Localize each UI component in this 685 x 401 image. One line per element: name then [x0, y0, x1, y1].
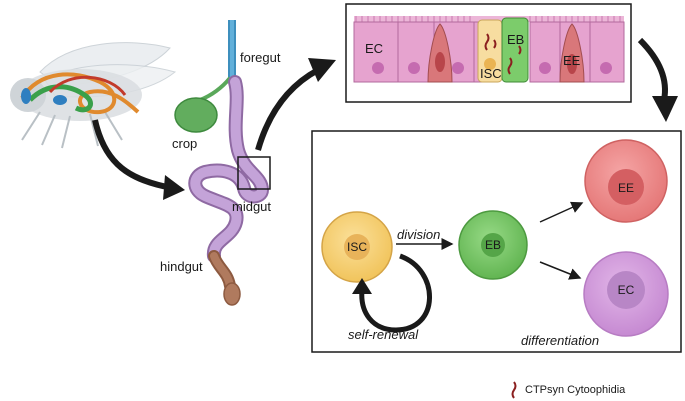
lineage-eb-cell: [458, 210, 528, 280]
lineage-isc-label: ISC: [347, 240, 367, 254]
gut-illustration: [174, 20, 270, 306]
hindgut-label: hindgut: [160, 259, 203, 274]
lineage-eb-label: EB: [485, 238, 501, 252]
legend: CTPsyn Cytoophidia: [511, 381, 626, 399]
arrow-fly-to-gut: [92, 119, 173, 191]
fly-illustration: [10, 42, 177, 149]
midgut-zoom-box: [237, 156, 271, 190]
midgut-label: midgut: [232, 199, 271, 214]
differentiation-label: differentiation: [521, 333, 599, 348]
epithelium-isc-label: ISC: [480, 66, 502, 81]
arrow-midgut-to-epithelium: [255, 67, 320, 151]
epithelium-ee-label: EE: [563, 53, 581, 68]
differentiation-arrow-ee: [539, 201, 584, 223]
self-renewal-arrow: [359, 253, 432, 333]
legend-label: CTPsyn Cytoophidia: [525, 384, 626, 396]
lineage-ee-cell: [584, 139, 668, 223]
lineage-ec-cell: [583, 251, 669, 337]
lineage-ec-label: EC: [618, 283, 635, 297]
epithelium-cells: [353, 16, 625, 83]
differentiation-arrow-ec: [539, 261, 582, 280]
arrow-epithelium-to-lineage: [637, 37, 668, 101]
lineage-ee-label: EE: [618, 181, 634, 195]
division-label: division: [397, 227, 440, 242]
lineage-isc-cell: [321, 211, 393, 283]
crop-label: crop: [172, 136, 197, 151]
epithelium-eb-label: EB: [507, 32, 524, 47]
self-renewal-label: self-renewal: [348, 327, 419, 342]
cytoophidia-legend-icon: [511, 381, 517, 399]
foregut-label: foregut: [240, 50, 281, 65]
epithelium-ec-label: EC: [365, 41, 383, 56]
